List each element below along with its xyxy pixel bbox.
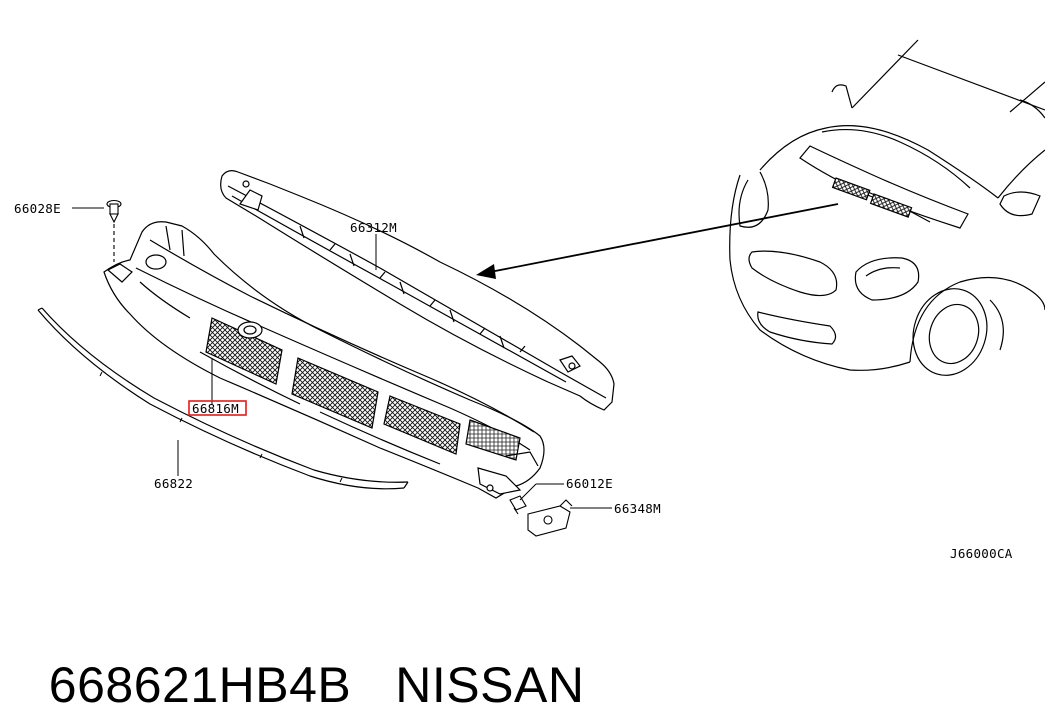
brand-name: NISSAN — [395, 657, 585, 713]
diagram-code: J66000CA — [950, 546, 1013, 561]
callout-66028e: 66028E — [14, 201, 61, 216]
seal-strip-part — [37, 307, 409, 490]
cowl-grille-part — [103, 221, 545, 499]
parts-diagram: 66028E 66312M 66816M 66822 66012E 66348M… — [14, 39, 1045, 561]
callout-66816m: 66816M — [192, 401, 239, 416]
bracket-66348m — [527, 499, 573, 537]
part-footer: 668621HB4B NISSAN — [20, 598, 584, 714]
clip-66012e — [509, 495, 527, 515]
callout-66348m: 66348M — [614, 501, 661, 516]
locator-arrow — [476, 203, 839, 279]
callout-66312m: 66312M — [350, 220, 397, 235]
callout-highlight-box — [188, 400, 247, 416]
part-number: 668621HB4B — [48, 657, 352, 713]
callout-66012e: 66012E — [566, 476, 613, 491]
callout-66822: 66822 — [154, 476, 193, 491]
leader-lines — [72, 207, 612, 509]
fastener-66028e — [106, 199, 122, 262]
car-front-illustration — [729, 39, 1045, 376]
front-panel-part — [220, 170, 615, 411]
